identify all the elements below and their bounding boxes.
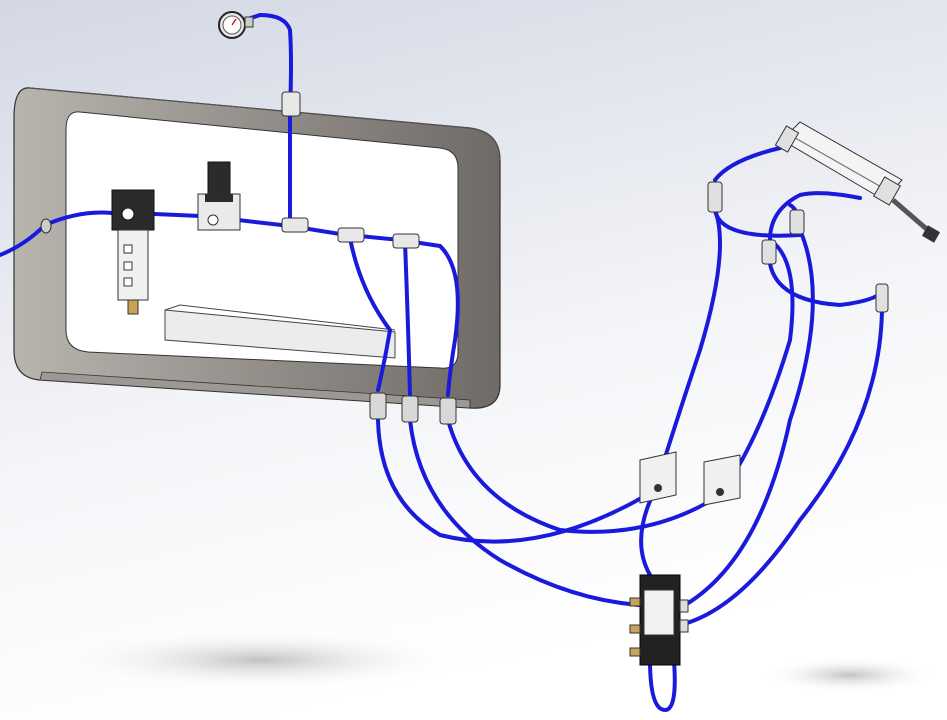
pressure-regulator[interactable] xyxy=(197,161,241,231)
check-valve-right[interactable] xyxy=(703,454,741,506)
pneumatic-cylinder[interactable] xyxy=(774,121,941,243)
inlet-grommet xyxy=(40,218,52,234)
enclosure-frame[interactable] xyxy=(13,87,501,409)
pressure-gauge[interactable] xyxy=(218,11,254,39)
air-filter[interactable] xyxy=(111,189,155,315)
check-valve-left[interactable] xyxy=(639,451,677,504)
directional-control-valve[interactable] xyxy=(629,574,689,666)
tee-fittings xyxy=(281,91,420,249)
din-rail xyxy=(164,304,396,359)
pneumatic-tubes xyxy=(0,12,884,713)
ground-shadow xyxy=(60,630,460,690)
cylinder-fittings xyxy=(707,181,889,313)
ground-shadow xyxy=(760,657,940,693)
bulkhead-fittings xyxy=(369,392,457,425)
